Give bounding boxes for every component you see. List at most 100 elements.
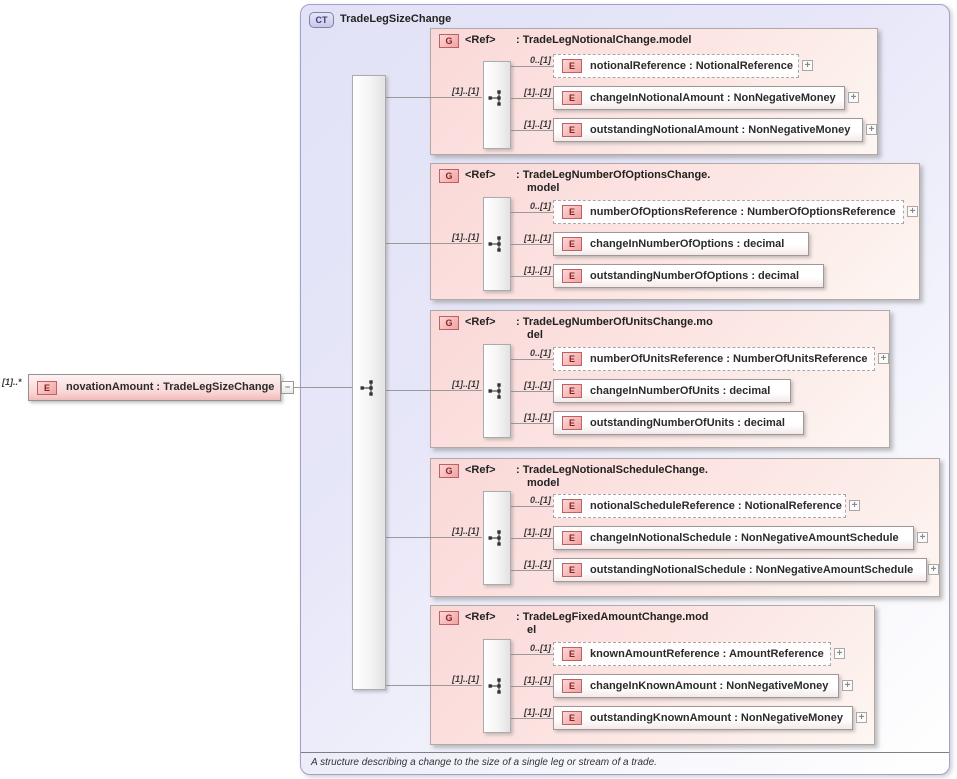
sequence-icon [360, 380, 373, 396]
group-box-TradeLegFixedAmountChange[interactable]: G <Ref> : TradeLegFixedAmountChange.mod … [430, 605, 875, 745]
expand-icon[interactable]: + [917, 532, 928, 543]
element-label: changeInNumberOfOptions : decimal [590, 238, 785, 250]
group-badge: G [439, 464, 459, 478]
element-box-knownAmountReference[interactable]: E knownAmountReference : AmountReference [553, 642, 831, 666]
annotation-text: A structure describing a change to the s… [301, 752, 949, 774]
element-badge: E [562, 563, 582, 577]
element-badge: E [562, 237, 582, 251]
element-label: outstandingNotionalSchedule : NonNegativ… [590, 564, 914, 576]
group-ref-label: <Ref> [465, 316, 496, 328]
element-badge: E [562, 123, 582, 137]
element-box-outstandingNotionalAmount[interactable]: E outstandingNotionalAmount : NonNegativ… [553, 118, 863, 142]
element-box-changeInNumberOfUnits[interactable]: E changeInNumberOfUnits : decimal [553, 379, 791, 403]
connector-line [511, 718, 553, 719]
cardinality-label: 0..[1] [529, 201, 551, 211]
expand-icon[interactable]: + [856, 712, 867, 723]
element-badge: E [562, 711, 582, 725]
element-label: outstandingKnownAmount : NonNegativeMone… [590, 712, 843, 724]
connector-line [511, 359, 553, 360]
cardinality-label: 0..[1] [529, 495, 551, 505]
complextype-badge: CT [309, 12, 334, 28]
element-box-outstandingNumberOfUnits[interactable]: E outstandingNumberOfUnits : decimal [553, 411, 804, 435]
element-box-notionalReference[interactable]: E notionalReference : NotionalReference [553, 54, 799, 78]
connector-line [511, 212, 553, 213]
group-ref-label: <Ref> [465, 34, 496, 46]
cardinality-label: [1]..[1] [524, 527, 551, 537]
element-box-changeInNotionalSchedule[interactable]: E changeInNotionalSchedule : NonNegative… [553, 526, 914, 550]
cardinality-label: 0..[1] [529, 643, 551, 653]
group-box-TradeLegNotionalChange[interactable]: G <Ref> : TradeLegNotionalChange.model [… [430, 28, 878, 155]
element-box-numberOfUnitsReference[interactable]: E numberOfUnitsReference : NumberOfUnits… [553, 347, 875, 371]
group-box-TradeLegNumberOfOptionsChange[interactable]: G <Ref> : TradeLegNumberOfOptionsChange.… [430, 163, 920, 300]
element-box-notionalScheduleReference[interactable]: E notionalScheduleReference : NotionalRe… [553, 494, 846, 518]
cardinality-label: [1]..[1] [524, 675, 551, 685]
expand-icon[interactable]: + [848, 92, 859, 103]
sequence-icon [488, 236, 501, 252]
group-ref-label: <Ref> [465, 464, 496, 476]
element-box-outstandingNotionalSchedule[interactable]: E outstandingNotionalSchedule : NonNegat… [553, 558, 927, 582]
complextype-title: TradeLegSizeChange [340, 13, 452, 25]
element-badge: E [562, 205, 582, 219]
element-badge: E [562, 647, 582, 661]
sequence-icon [488, 678, 501, 694]
connector-line [511, 66, 553, 67]
connector-line [386, 685, 482, 686]
cardinality-label: 0..[1] [529, 55, 551, 65]
element-label: knownAmountReference : AmountReference [590, 648, 824, 660]
element-label: outstandingNotionalAmount : NonNegativeM… [590, 124, 851, 136]
connector-line [511, 98, 553, 99]
expand-icon[interactable]: + [878, 353, 889, 364]
cardinality-label: [1]..* [2, 377, 22, 387]
cardinality-label: [1]..[1] [524, 559, 551, 569]
collapse-icon[interactable]: − [281, 381, 294, 394]
cardinality-label: [1]..[1] [524, 380, 551, 390]
cardinality-label: [1]..[1] [452, 674, 479, 684]
connector-line [511, 506, 553, 507]
expand-icon[interactable]: + [928, 564, 939, 575]
expand-icon[interactable]: + [842, 680, 853, 691]
expand-icon[interactable]: + [834, 648, 845, 659]
connector-line [511, 538, 553, 539]
expand-icon[interactable]: + [866, 124, 877, 135]
connector-line [386, 390, 482, 391]
expand-icon[interactable]: + [849, 500, 860, 511]
sequence-bar [352, 75, 386, 690]
cardinality-label: [1]..[1] [524, 265, 551, 275]
connector-line [386, 537, 482, 538]
cardinality-label: 0..[1] [529, 348, 551, 358]
element-badge: E [562, 269, 582, 283]
expand-icon[interactable]: + [802, 60, 813, 71]
element-label: numberOfUnitsReference : NumberOfUnitsRe… [590, 353, 868, 365]
group-ref-label: <Ref> [465, 611, 496, 623]
expand-icon[interactable]: + [907, 206, 918, 217]
group-box-TradeLegNumberOfUnitsChange[interactable]: G <Ref> : TradeLegNumberOfUnitsChange.mo… [430, 310, 890, 448]
element-box-changeInNotionalAmount[interactable]: E changeInNotionalAmount : NonNegativeMo… [553, 86, 845, 110]
element-box-numberOfOptionsReference[interactable]: E numberOfOptionsReference : NumberOfOpt… [553, 200, 904, 224]
group-title: : TradeLegNumberOfOptionsChange. model [516, 169, 711, 194]
element-badge: E [562, 59, 582, 73]
element-box-novationAmount[interactable]: E novationAmount : TradeLegSizeChange [28, 374, 281, 401]
group-box-TradeLegNotionalScheduleChange[interactable]: G <Ref> : TradeLegNotionalScheduleChange… [430, 458, 940, 597]
group-badge: G [439, 34, 459, 48]
connector-line [511, 391, 553, 392]
cardinality-label: [1]..[1] [524, 87, 551, 97]
element-label: novationAmount : TradeLegSizeChange [66, 381, 275, 393]
element-box-changeInKnownAmount[interactable]: E changeInKnownAmount : NonNegativeMoney [553, 674, 839, 698]
group-badge: G [439, 316, 459, 330]
sequence-icon [488, 90, 501, 106]
cardinality-label: [1]..[1] [452, 86, 479, 96]
sequence-bar [483, 61, 511, 149]
element-label: changeInNumberOfUnits : decimal [590, 385, 771, 397]
connector-line [386, 97, 482, 98]
group-ref-label: <Ref> [465, 169, 496, 181]
group-title: : TradeLegNotionalScheduleChange. model [516, 464, 708, 489]
group-badge: G [439, 169, 459, 183]
connector-line [511, 130, 553, 131]
cardinality-label: [1]..[1] [524, 233, 551, 243]
element-box-outstandingKnownAmount[interactable]: E outstandingKnownAmount : NonNegativeMo… [553, 706, 853, 730]
element-box-outstandingNumberOfOptions[interactable]: E outstandingNumberOfOptions : decimal [553, 264, 824, 288]
element-box-changeInNumberOfOptions[interactable]: E changeInNumberOfOptions : decimal [553, 232, 809, 256]
connector-line [293, 387, 353, 388]
element-label: notionalReference : NotionalReference [590, 60, 793, 72]
